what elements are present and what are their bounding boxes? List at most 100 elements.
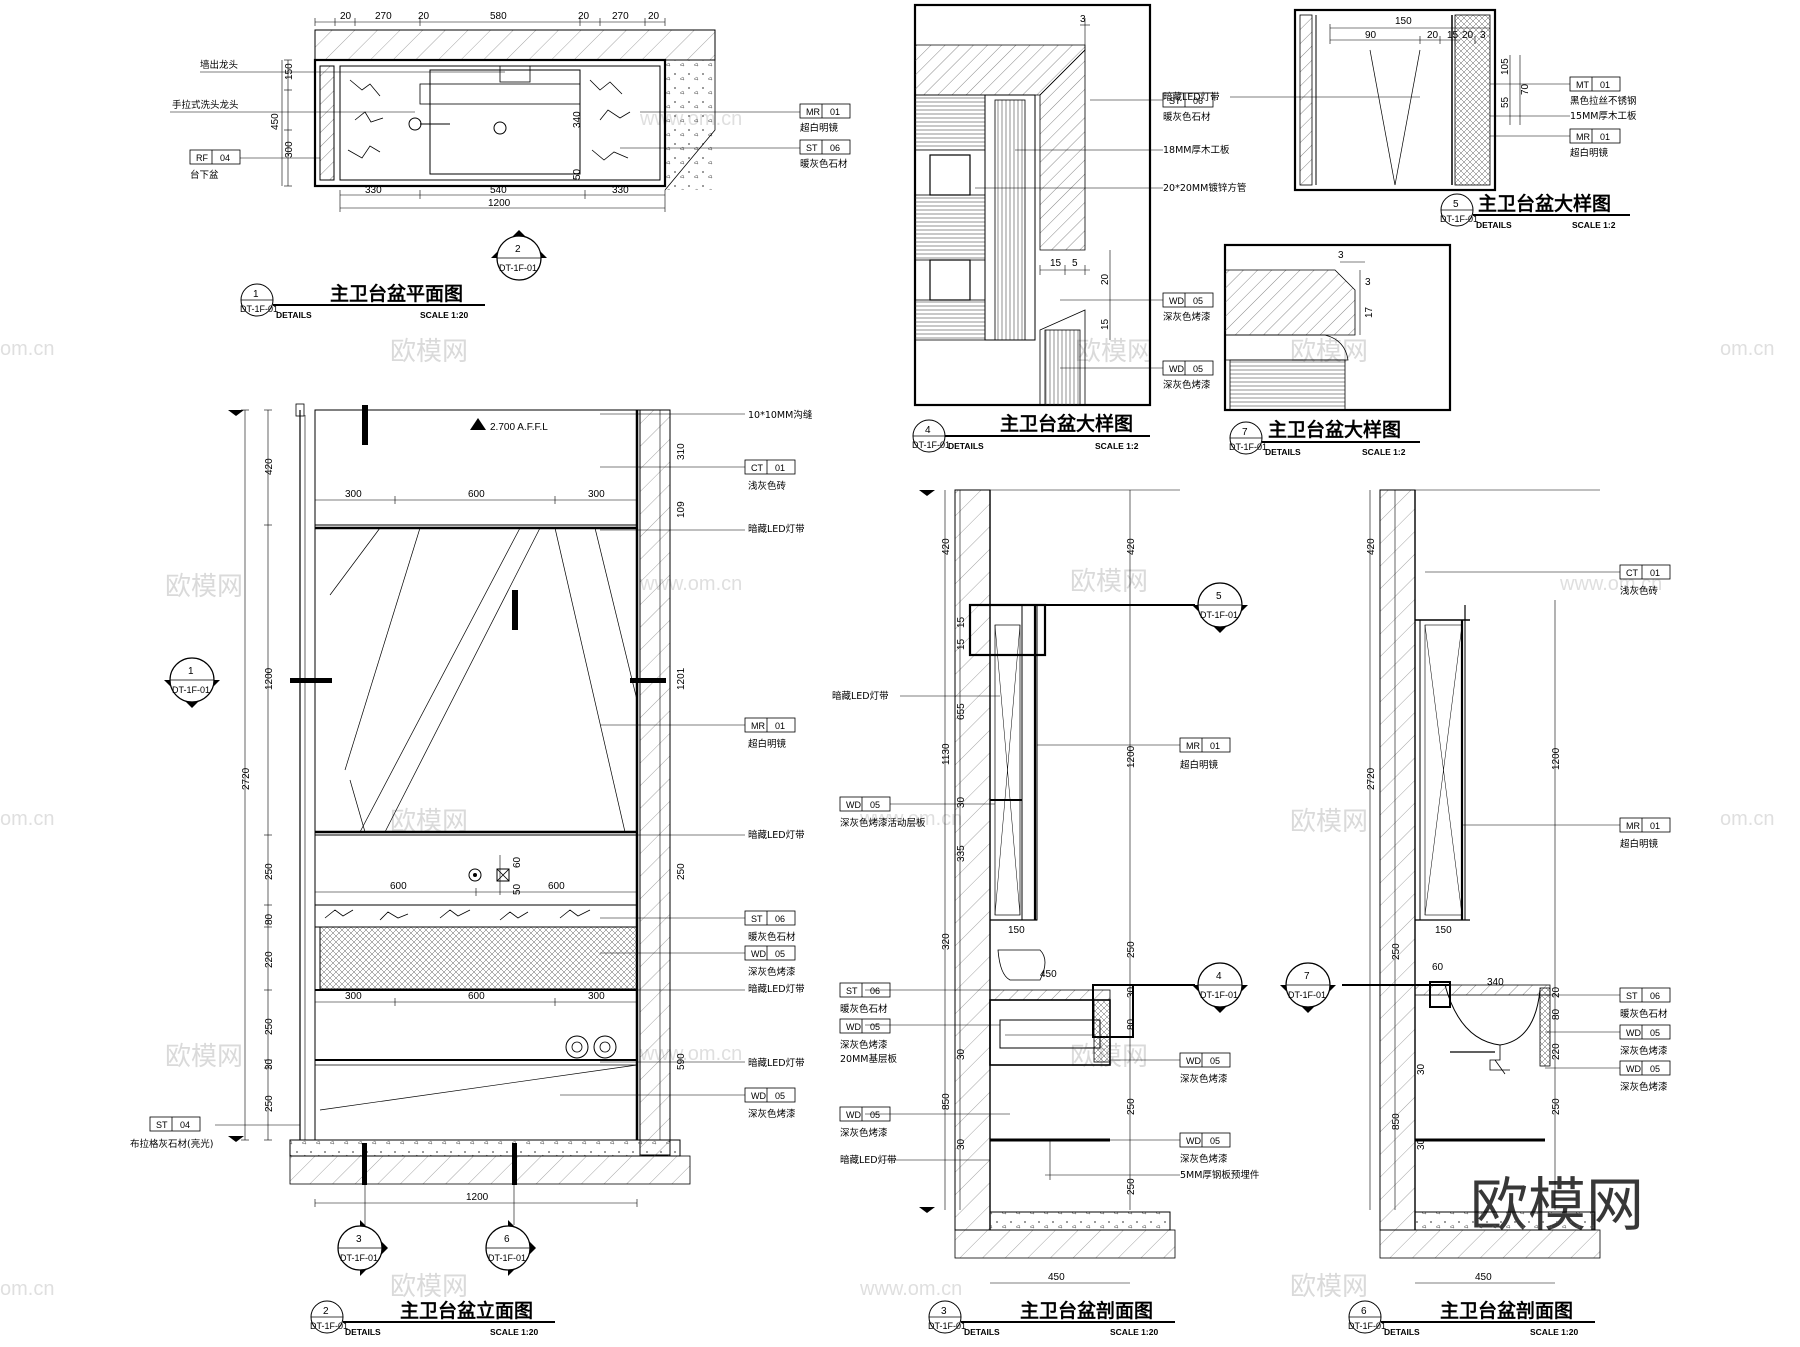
svg-text:3: 3 — [1080, 14, 1086, 25]
svg-text:ST: ST — [156, 1120, 168, 1130]
svg-text:20: 20 — [1100, 273, 1111, 285]
svg-text:600: 600 — [468, 489, 485, 500]
svg-text:DT-1F-01: DT-1F-01 — [1288, 990, 1326, 1000]
svg-text:欧模网: 欧模网 — [1075, 337, 1153, 367]
svg-text:20*20MM镀锌方管: 20*20MM镀锌方管 — [1163, 182, 1246, 194]
svg-text:www.om.cn: www.om.cn — [859, 808, 962, 830]
svg-text:05: 05 — [870, 1022, 880, 1032]
svg-text:05: 05 — [1193, 364, 1203, 374]
svg-text:250: 250 — [676, 863, 687, 880]
svg-text:300: 300 — [345, 991, 362, 1002]
svg-text:90: 90 — [1365, 30, 1377, 41]
svg-text:05: 05 — [1193, 296, 1203, 306]
svg-text:ST: ST — [1626, 991, 1638, 1001]
svg-text:DT-1F-01: DT-1F-01 — [488, 1253, 526, 1263]
svg-text:01: 01 — [830, 107, 840, 117]
panel-5-detail: 150 90 20 15 20 3 105 70 55 暗藏LED灯带 MT 0… — [1163, 8, 1637, 230]
tag-st06-sec6: ST 06 暖灰色石材 — [1619, 987, 1671, 1020]
svg-text:06: 06 — [870, 986, 880, 996]
svg-text:1200: 1200 — [1551, 747, 1562, 770]
svg-text:450: 450 — [1048, 1272, 1065, 1283]
svg-text:05: 05 — [870, 1110, 880, 1120]
svg-text:05: 05 — [775, 949, 785, 959]
svg-text:335: 335 — [956, 845, 967, 862]
svg-text:欧模网: 欧模网 — [390, 1272, 468, 1302]
svg-text:340: 340 — [572, 111, 583, 128]
svg-text:01: 01 — [775, 721, 785, 731]
svg-text:超白明镜: 超白明镜 — [1570, 147, 1609, 159]
svg-text:WD: WD — [751, 1091, 766, 1101]
tag-mr01-sec3: MR 01 超白明镜 — [1179, 737, 1231, 771]
svg-text:01: 01 — [1210, 741, 1220, 751]
svg-text:DETAILS: DETAILS — [345, 1327, 381, 1337]
svg-text:WD: WD — [1169, 296, 1184, 306]
svg-text:320: 320 — [941, 933, 952, 950]
panel-7-detail: 3 3 17 7 DT-1F-01 主卫台盆大样图 DETAILS SCALE … — [1223, 243, 1452, 457]
svg-text:超白明镜: 超白明镜 — [1180, 759, 1219, 771]
svg-text:主卫台盆大样图: 主卫台盆大样图 — [1000, 412, 1133, 435]
svg-text:超白明镜: 超白明镜 — [800, 122, 839, 134]
svg-text:DT-1F-01: DT-1F-01 — [1229, 442, 1267, 452]
svg-text:暖灰色石材: 暖灰色石材 — [800, 158, 848, 170]
svg-text:欧模网: 欧模网 — [1290, 1272, 1368, 1302]
svg-text:420: 420 — [264, 458, 275, 475]
svg-text:浅灰色砖: 浅灰色砖 — [748, 480, 787, 492]
svg-text:4: 4 — [925, 425, 931, 436]
tag-mr01-sec6: MR 01 超白明镜 — [1619, 817, 1671, 850]
svg-text:暖灰色石材: 暖灰色石材 — [840, 1003, 888, 1015]
svg-text:600: 600 — [468, 991, 485, 1002]
svg-text:105: 105 — [1500, 58, 1511, 75]
svg-text:15: 15 — [1100, 318, 1111, 330]
panel-3-section: 420 1130 320 850 655 30 335 420 1200 250… — [832, 489, 1260, 1337]
svg-text:MR: MR — [806, 107, 820, 117]
svg-text:5MM厚钢板预埋件: 5MM厚钢板预埋件 — [1180, 1169, 1260, 1181]
svg-text:300: 300 — [588, 991, 605, 1002]
svg-text:浅灰色砖: 浅灰色砖 — [1620, 585, 1659, 597]
svg-text:DETAILS: DETAILS — [276, 310, 312, 320]
tag-wd05-sec6-a: WD 05 深灰色烤漆 — [1619, 1024, 1671, 1057]
svg-text:2: 2 — [323, 1306, 329, 1317]
svg-text:18MM厚木工板: 18MM厚木工板 — [1163, 144, 1230, 156]
svg-text:5: 5 — [1216, 591, 1222, 602]
svg-text:10*10MM沟缝: 10*10MM沟缝 — [748, 409, 813, 421]
svg-text:深灰色烤漆: 深灰色烤漆 — [1180, 1153, 1228, 1165]
svg-text:5: 5 — [1072, 258, 1078, 269]
svg-text:30: 30 — [1416, 1138, 1427, 1150]
svg-text:手拉式洗头龙头: 手拉式洗头龙头 — [172, 99, 239, 111]
svg-text:250: 250 — [264, 1018, 275, 1035]
tag-wd05-p4-1: WD 05 深灰色烤漆 — [1162, 292, 1214, 323]
svg-text:DETAILS: DETAILS — [964, 1327, 1000, 1337]
svg-text:15MM厚木工板: 15MM厚木工板 — [1570, 110, 1637, 122]
svg-text:SCALE 1:2: SCALE 1:2 — [1095, 441, 1139, 451]
svg-text:ST: ST — [751, 914, 763, 924]
svg-text:15: 15 — [1050, 258, 1062, 269]
svg-text:05: 05 — [1210, 1056, 1220, 1066]
svg-text:04: 04 — [220, 153, 230, 163]
svg-text:暗藏LED灯带: 暗藏LED灯带 — [748, 983, 805, 995]
svg-text:220: 220 — [1551, 1043, 1562, 1060]
svg-text:05: 05 — [1650, 1028, 1660, 1038]
svg-text:300: 300 — [284, 141, 295, 158]
svg-text:SCALE 1:20: SCALE 1:20 — [420, 310, 468, 320]
title-block-6: 6 DT-1F-01 主卫台盆剖面图 DETAILS SCALE 1:20 — [1348, 1299, 1595, 1337]
title-block-2: 2 DT-1F-01 主卫台盆立面图 DETAILS SCALE 1:20 — [310, 1299, 555, 1337]
tag-wd05-elev-1: WD 05 深灰色烤漆 — [744, 945, 796, 978]
svg-text:30: 30 — [956, 796, 967, 808]
svg-text:1: 1 — [253, 289, 259, 300]
svg-text:om.cn: om.cn — [0, 338, 54, 360]
svg-text:1201: 1201 — [676, 667, 687, 690]
svg-text:330: 330 — [612, 185, 629, 196]
svg-text:3: 3 — [941, 1306, 947, 1317]
detail-callout-4: 4 DT-1F-01 — [1192, 962, 1248, 1013]
svg-text:250: 250 — [1551, 1098, 1562, 1115]
panel-2-elevation: 2.700 A.F.F.L 300 600 300 600 600 300 60… — [130, 403, 813, 1337]
svg-text:www.om.cn: www.om.cn — [859, 1278, 962, 1300]
svg-text:7: 7 — [1304, 971, 1310, 982]
svg-text:DT-1F-01: DT-1F-01 — [340, 1253, 378, 1263]
svg-text:深灰色烤漆: 深灰色烤漆 — [1163, 379, 1211, 391]
svg-text:主卫台盆大样图: 主卫台盆大样图 — [1478, 192, 1611, 215]
svg-text:DT-1F-01: DT-1F-01 — [912, 440, 950, 450]
svg-text:150: 150 — [1395, 16, 1412, 27]
tag-mr01-p5: MR 01 超白明镜 — [1569, 128, 1621, 159]
svg-text:1200: 1200 — [466, 1192, 489, 1203]
